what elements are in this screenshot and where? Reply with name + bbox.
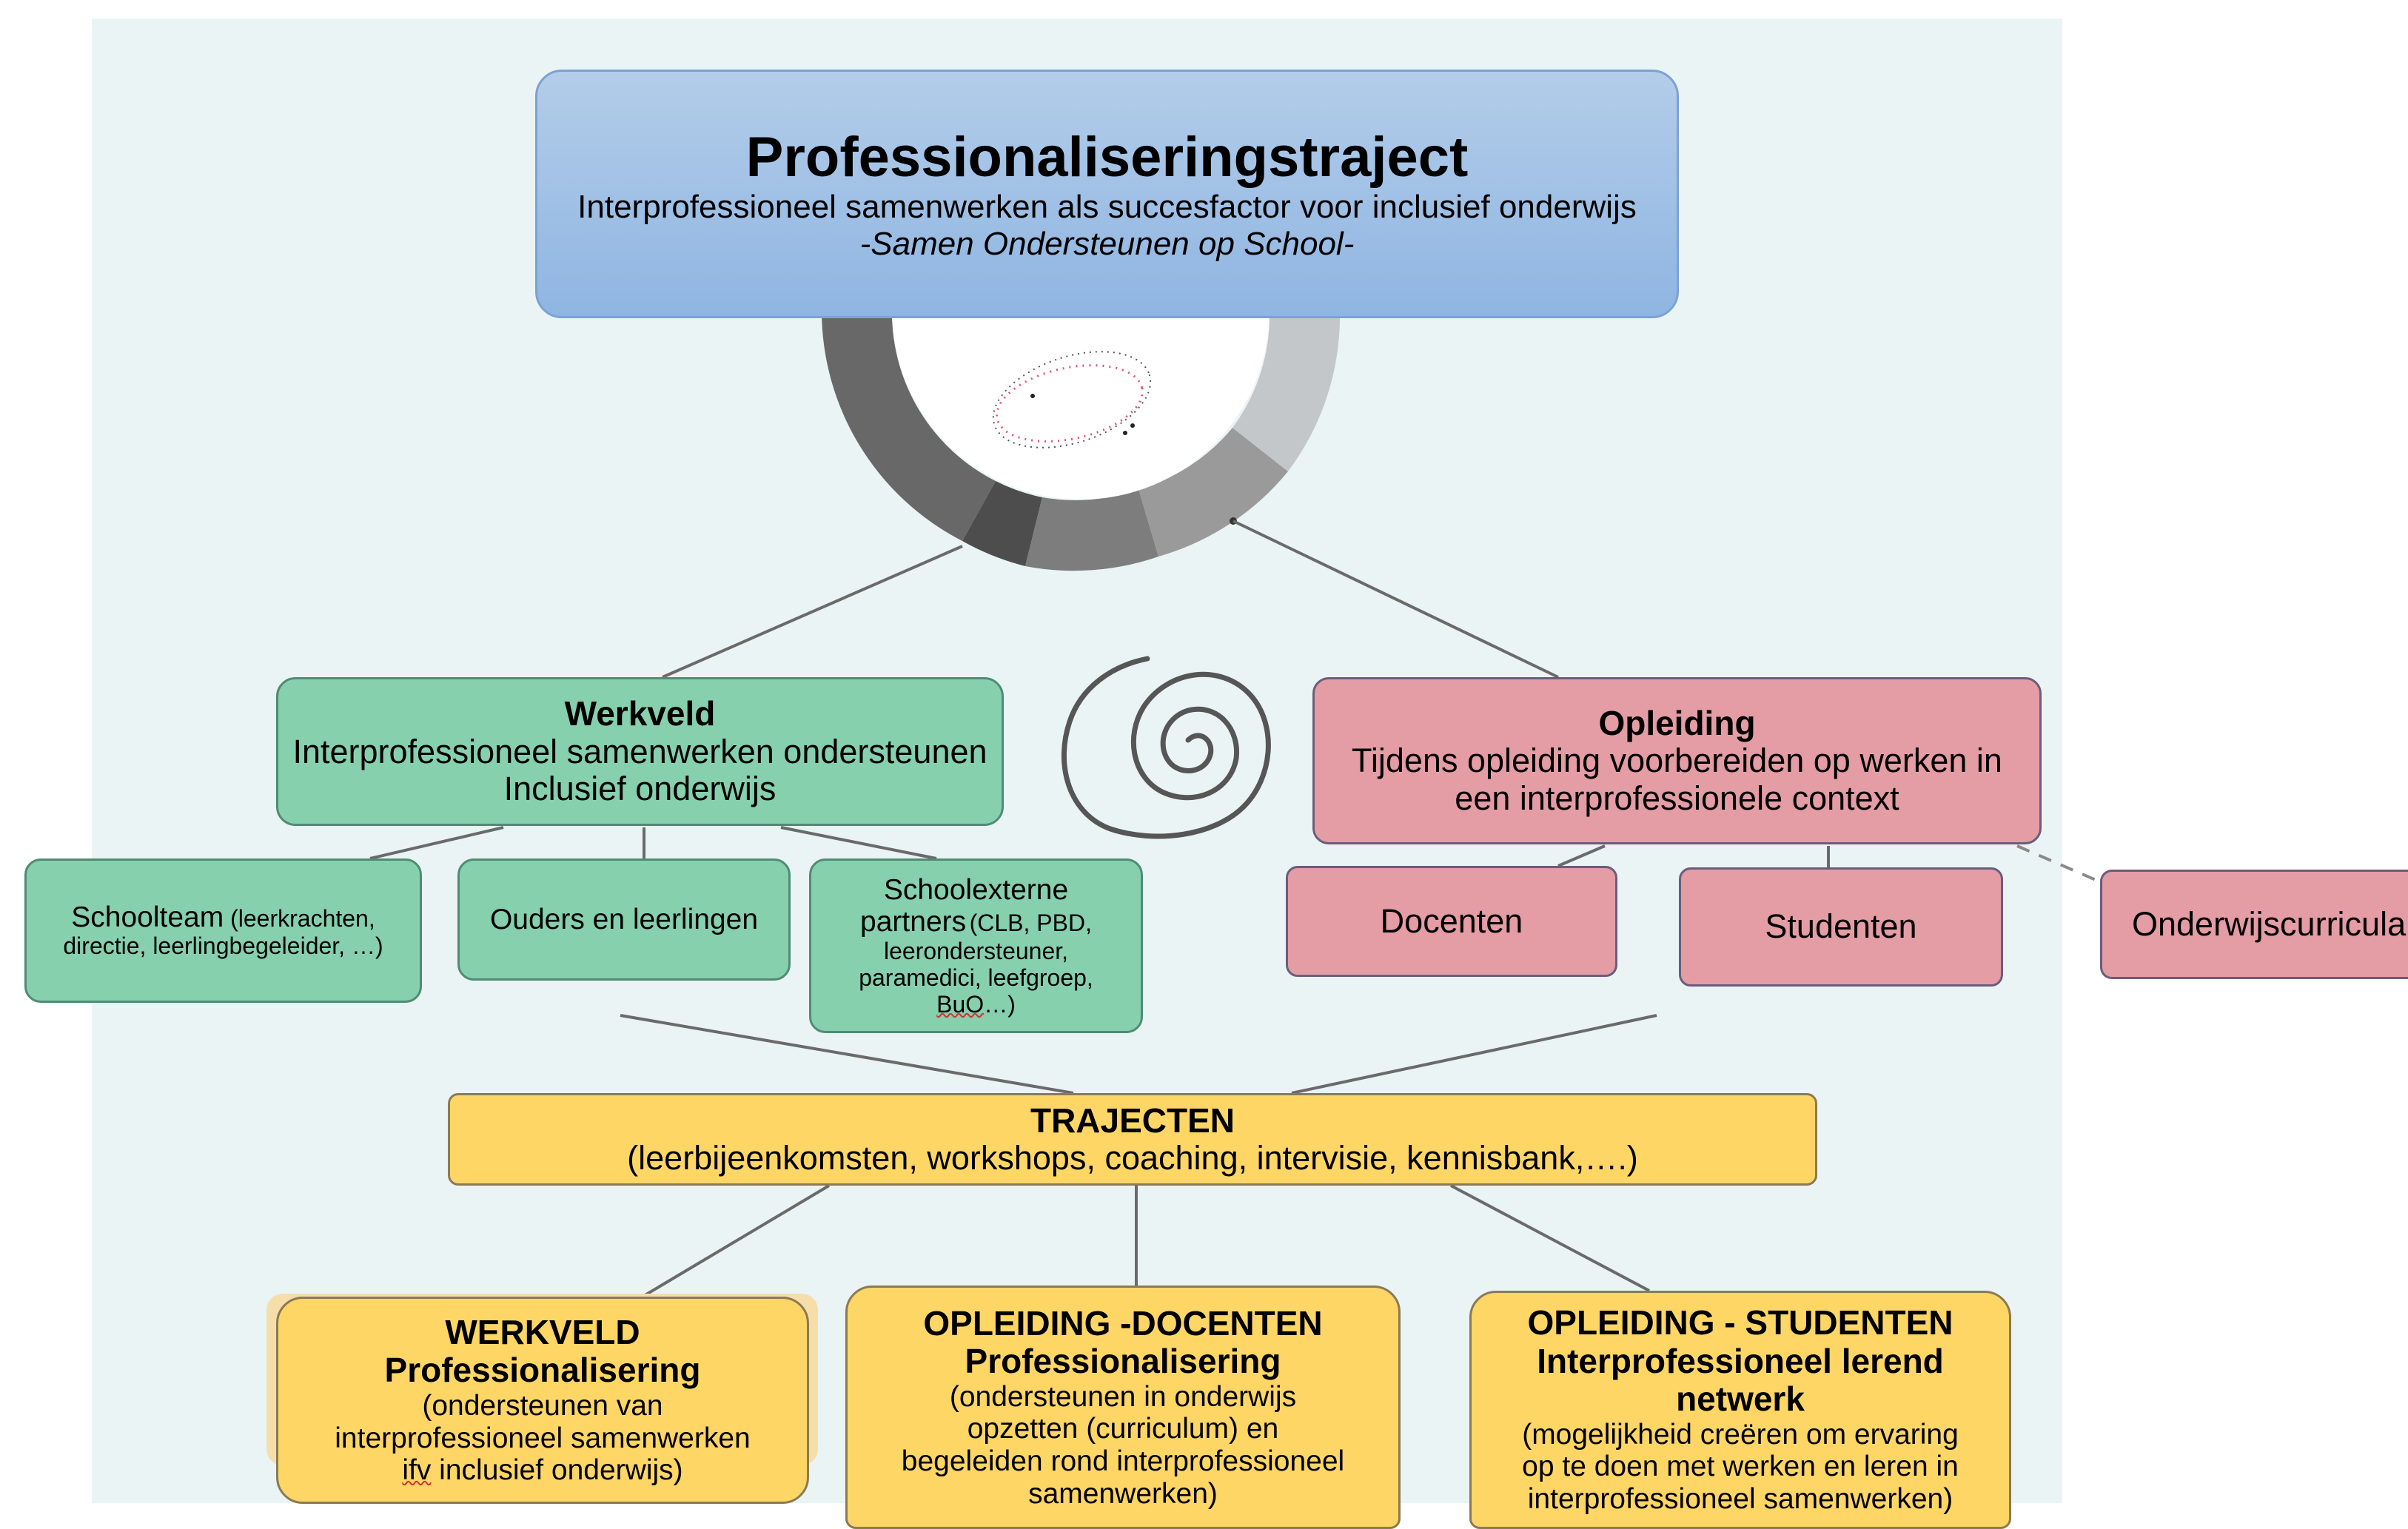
studenten-prof-h1: OPLEIDING - STUDENTEN bbox=[1527, 1303, 1953, 1343]
title-main: Professionaliseringstraject bbox=[745, 126, 1469, 189]
externe-line6-rest: …) bbox=[984, 990, 1016, 1018]
docenten-prof-l3: begeleiden rond interprofessioneel bbox=[901, 1445, 1345, 1478]
trajecten-detail: (leerbijeenkomsten, workshops, coaching,… bbox=[627, 1139, 1638, 1177]
externe-line2: partners bbox=[860, 906, 967, 938]
studenten-box: Studenten bbox=[1679, 867, 2003, 987]
docenten-prof-h2: Professionalisering bbox=[965, 1342, 1281, 1381]
werkveld-prof-l2: interprofessioneel samenwerken bbox=[335, 1422, 751, 1454]
ring-logo bbox=[822, 311, 1341, 571]
externe-line3: (CLB, PBD, bbox=[969, 910, 1092, 937]
externe-line6-buo: BuO bbox=[936, 990, 985, 1018]
externe-line5: paramedici, leefgroep, bbox=[859, 964, 1093, 991]
studenten-prof-l2: op te doen met werken en leren in bbox=[1522, 1451, 1959, 1483]
schoolteam-label: Schoolteam bbox=[71, 901, 224, 933]
werkveld-prof-l3b: inclusief onderwijs) bbox=[431, 1454, 683, 1487]
docenten-prof-l4: samenwerken) bbox=[1028, 1477, 1218, 1510]
externe-line1: Schoolexterne bbox=[883, 873, 1069, 906]
werkveld-box: Werkveld Interprofessioneel samenwerken … bbox=[276, 677, 1004, 826]
docenten-prof-box: OPLEIDING -DOCENTEN Professionalisering … bbox=[845, 1286, 1401, 1529]
schoolteam-detail-2: directie, leerlingbegeleider, …) bbox=[63, 932, 383, 960]
studenten-prof-l1: (mogelijkheid creëren om ervaring bbox=[1522, 1418, 1959, 1451]
title-subtitle: Interprofessioneel samenwerken als succe… bbox=[577, 189, 1637, 226]
docenten-prof-h1: OPLEIDING -DOCENTEN bbox=[923, 1303, 1323, 1343]
opleiding-box: Opleiding Tijdens opleiding voorbereiden… bbox=[1312, 677, 2042, 844]
opleiding-line2: een interprofessionele context bbox=[1455, 779, 1899, 817]
docenten-label: Docenten bbox=[1380, 901, 1523, 940]
dashed-connector bbox=[2016, 844, 2107, 886]
docenten-prof-l2: opzetten (curriculum) en bbox=[967, 1413, 1279, 1445]
opleiding-heading: Opleiding bbox=[1598, 703, 1756, 742]
werkveld-prof-h2: Professionalisering bbox=[384, 1351, 701, 1390]
curricula-label: Onderwijscurricula bbox=[2132, 904, 2407, 943]
werkveld-prof-box: WERKVELD Professionalisering (ondersteun… bbox=[276, 1297, 809, 1504]
werkveld-prof-h1: WERKVELD bbox=[445, 1312, 640, 1351]
opleiding-line1: Tijdens opleiding voorbereiden op werken… bbox=[1352, 742, 2002, 780]
studenten-prof-l3: interprofessioneel samenwerken) bbox=[1527, 1483, 1953, 1516]
externe-line4: leerondersteuner, bbox=[883, 937, 1069, 964]
studenten-label: Studenten bbox=[1765, 907, 1917, 946]
studenten-prof-h3: netwerk bbox=[1676, 1380, 1805, 1419]
werkveld-prof-l1: (ondersteunen van bbox=[422, 1390, 663, 1422]
ouders-label: Ouders en leerlingen bbox=[489, 903, 759, 935]
trajecten-heading: TRAJECTEN bbox=[1030, 1100, 1235, 1140]
externe-partners-box: Schoolexterne partners (CLB, PBD, leeron… bbox=[809, 858, 1143, 1033]
ouders-box: Ouders en leerlingen bbox=[457, 858, 791, 981]
docenten-prof-l1: (ondersteunen in onderwijs bbox=[949, 1380, 1297, 1413]
schoolteam-detail-1: (leerkrachten, bbox=[230, 904, 375, 932]
title-tagline: -Samen Ondersteunen op School- bbox=[859, 225, 1355, 262]
title-box: Professionaliseringstraject Interprofess… bbox=[535, 70, 1679, 318]
studenten-prof-h2: Interprofessioneel lerend bbox=[1537, 1341, 1944, 1380]
docenten-box: Docenten bbox=[1286, 866, 1617, 977]
schoolteam-box: Schoolteam (leerkrachten, directie, leer… bbox=[24, 858, 422, 1003]
werkveld-line1: Interprofessioneel samenwerken ondersteu… bbox=[292, 732, 987, 770]
spiral-icon bbox=[1062, 656, 1271, 839]
connectors bbox=[369, 520, 1830, 1298]
werkveld-prof-l3a: ifv bbox=[402, 1454, 432, 1487]
werkveld-heading: Werkveld bbox=[564, 694, 716, 733]
curricula-box: Onderwijscurricula bbox=[2100, 870, 2408, 979]
studenten-prof-box: OPLEIDING - STUDENTEN Interprofessioneel… bbox=[1469, 1291, 2011, 1529]
trajecten-box: TRAJECTEN (leerbijeenkomsten, workshops,… bbox=[448, 1093, 1817, 1186]
werkveld-line2: Inclusief onderwijs bbox=[503, 770, 777, 808]
